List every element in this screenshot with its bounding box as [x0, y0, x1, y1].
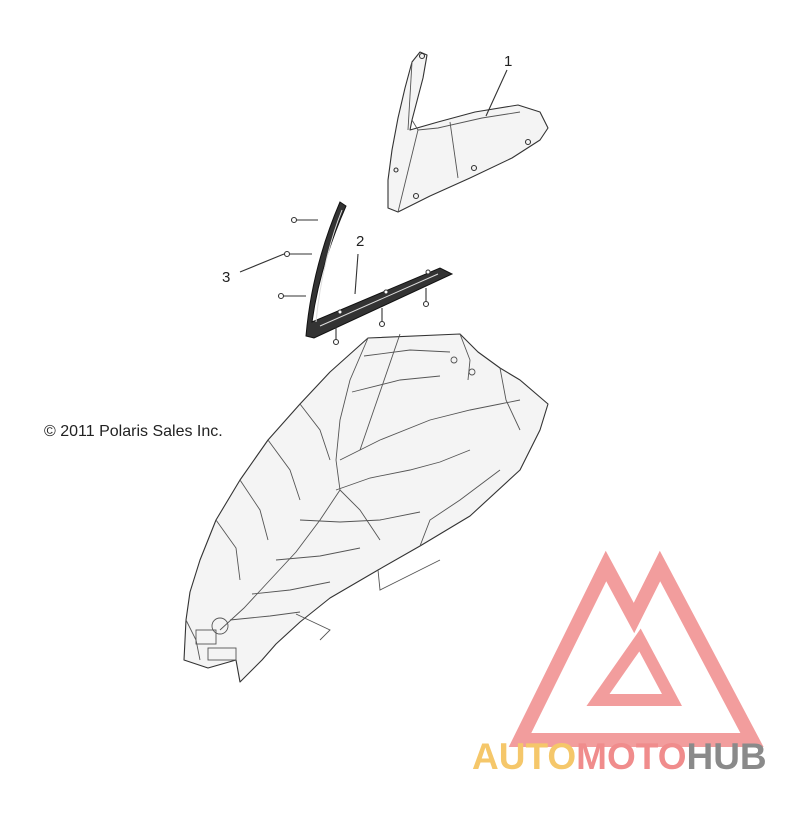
- automotohub-logo-icon: [508, 550, 764, 747]
- watermark-part-2: MOTO: [576, 736, 687, 777]
- copyright-notice: © 2011 Polaris Sales Inc.: [44, 423, 223, 440]
- windshield-trim-icon: [305, 201, 454, 339]
- snowmobile-hood-icon: [183, 333, 549, 683]
- leader-line-2: [354, 253, 359, 295]
- callout-1: 1: [504, 53, 513, 70]
- callout-3: 3: [222, 269, 231, 286]
- watermark-part-1: AUTO: [472, 736, 577, 777]
- leader-line-1: [485, 69, 508, 117]
- watermark-text: AUTOMOTOHUB: [472, 738, 767, 775]
- callout-2: 2: [356, 233, 365, 250]
- watermark-part-3: HUB: [686, 736, 767, 777]
- windshield-icon: [387, 51, 549, 213]
- leader-line-3: [239, 253, 285, 273]
- screw-icon: [277, 216, 430, 346]
